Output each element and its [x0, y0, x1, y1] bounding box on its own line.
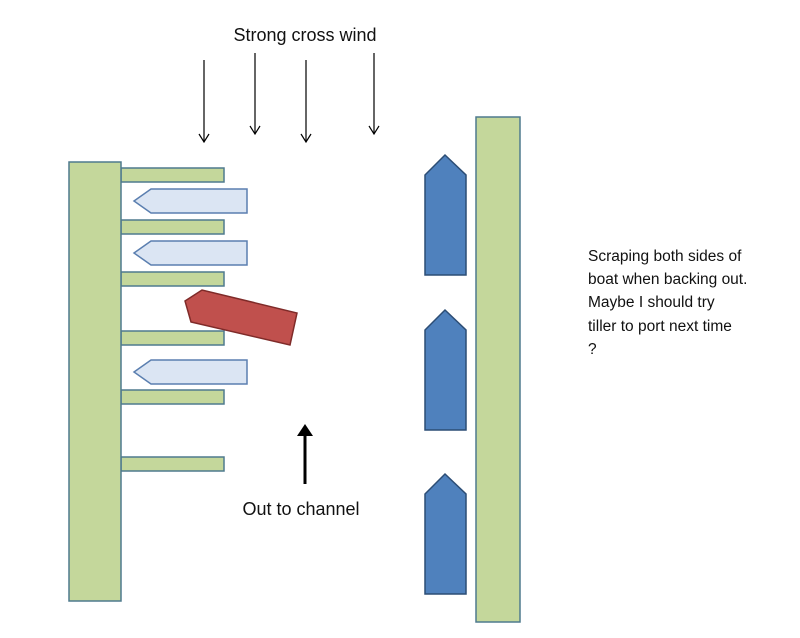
channel-label: Out to channel	[242, 499, 359, 519]
docked-boat	[132, 359, 248, 385]
note-line: boat when backing out.	[588, 271, 747, 288]
dock-finger	[120, 271, 225, 287]
wind-arrow	[249, 53, 261, 136]
moored-boat	[424, 153, 467, 276]
right-dock	[475, 116, 521, 623]
docked-boat	[132, 240, 248, 266]
dock-finger	[120, 219, 225, 235]
wind-arrow	[300, 60, 312, 144]
left-dock-main	[68, 161, 122, 602]
dock-finger	[120, 167, 225, 183]
note-line: Scraping both sides of	[588, 248, 742, 265]
note-line: ?	[588, 341, 597, 358]
moored-boat	[424, 472, 467, 595]
left-dock	[68, 161, 225, 602]
dock-finger	[120, 389, 225, 405]
wind-arrows	[198, 53, 380, 144]
wind-arrow	[198, 60, 210, 144]
note-line: Maybe I should try	[588, 294, 715, 311]
dock-finger	[120, 456, 225, 472]
wind-arrow	[368, 53, 380, 136]
dock-finger	[120, 330, 225, 346]
docked-boat	[132, 188, 248, 214]
moving-boat	[184, 289, 298, 346]
moored-boat	[424, 308, 467, 431]
channel-arrow	[297, 424, 313, 484]
docked-boats	[132, 188, 248, 385]
note-text: Scraping both sides of boat when backing…	[588, 248, 747, 358]
note-line: tiller to port next time	[588, 318, 732, 335]
moored-boats	[424, 153, 467, 595]
wind-title: Strong cross wind	[233, 25, 376, 45]
